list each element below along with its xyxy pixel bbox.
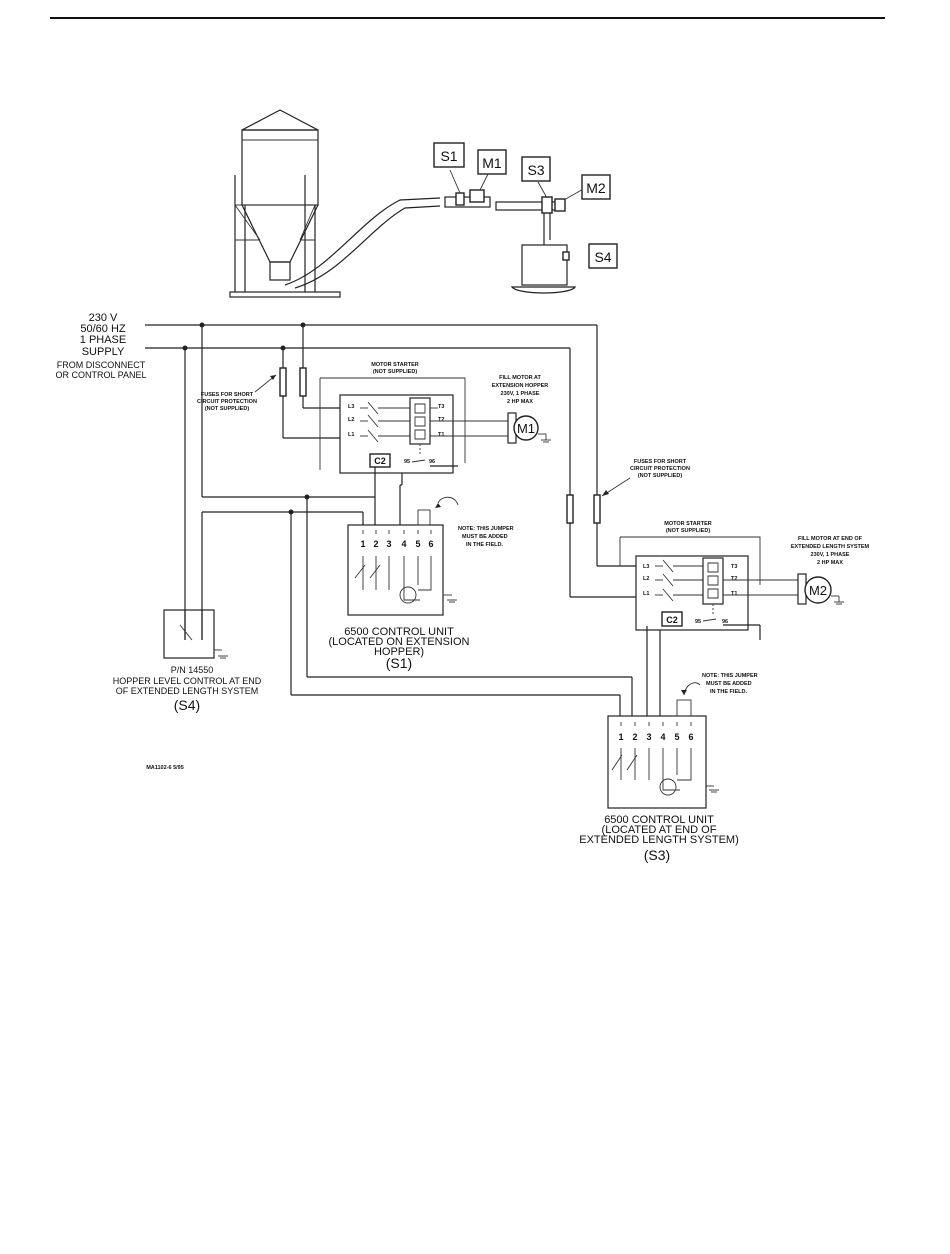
control-unit-2: 1 2 3 4 5 6 NOTE: THIS JUMPER MUST BE AD… [579,673,757,863]
svg-text:(S3): (S3) [644,847,670,863]
s1-tag: S1 [440,148,457,164]
svg-text:(LOCATED ON EXTENSION: (LOCATED ON EXTENSION [329,636,470,648]
svg-text:FUSES FOR SHORT: FUSES FOR SHORT [634,459,687,465]
supply-label: 230 V 50/60 HZ 1 PHASE SUPPLY FROM DISCO… [55,312,146,380]
svg-text:FILL MOTOR AT: FILL MOTOR AT [499,375,541,381]
s3-tag: S3 [527,162,544,178]
svg-text:(NOT SUPPLIED): (NOT SUPPLIED) [666,528,710,534]
control-unit-1: 1 2 3 4 5 6 NOTE: THIS JUMPER MUST BE AD… [329,496,514,671]
svg-text:(S1): (S1) [386,655,412,671]
svg-text:2 HP MAX: 2 HP MAX [507,399,533,405]
svg-text:MOTOR STARTER: MOTOR STARTER [371,362,418,368]
svg-text:OF EXTENDED LENGTH SYSTEM: OF EXTENDED LENGTH SYSTEM [116,686,259,696]
svg-text:C2: C2 [666,615,678,625]
svg-text:M1: M1 [517,421,535,436]
svg-text:L2: L2 [643,576,649,582]
svg-text:M2: M2 [809,583,827,598]
m1-tag: M1 [482,155,502,171]
svg-text:NOTE: THIS JUMPER: NOTE: THIS JUMPER [458,526,514,532]
drawing-id: MA1102-6 5/95 [146,765,184,771]
svg-text:6: 6 [688,732,693,742]
svg-text:2: 2 [373,539,378,549]
svg-text:6: 6 [428,539,433,549]
svg-text:95: 95 [404,459,410,465]
svg-text:(NOT SUPPLIED): (NOT SUPPLIED) [638,473,682,479]
svg-text:96: 96 [429,459,435,465]
svg-text:T1: T1 [731,591,737,597]
svg-text:T2: T2 [731,576,737,582]
svg-text:230 V: 230 V [89,312,118,324]
svg-text:EXTENDED LENGTH SYSTEM): EXTENDED LENGTH SYSTEM) [579,834,739,846]
svg-text:3: 3 [386,539,391,549]
svg-text:IN THE FIELD.: IN THE FIELD. [710,689,747,695]
svg-text:MUST BE ADDED: MUST BE ADDED [706,681,752,687]
fuse-label-2: FUSES FOR SHORT CIRCUIT PROTECTION (NOT … [601,459,690,497]
fuse-label-1: FUSES FOR SHORT CIRCUIT PROTECTION (NOT … [197,374,277,412]
svg-text:CIRCUIT PROTECTION: CIRCUIT PROTECTION [630,466,690,472]
svg-text:C2: C2 [374,456,386,466]
svg-text:NOTE: THIS JUMPER: NOTE: THIS JUMPER [702,673,758,679]
motor-2: M2 FILL MOTOR AT END OF EXTENDED LENGTH … [791,536,870,605]
svg-text:2: 2 [632,732,637,742]
svg-text:T3: T3 [438,404,444,410]
svg-text:(LOCATED AT END OF: (LOCATED AT END OF [602,824,717,836]
svg-text:IN THE FIELD.: IN THE FIELD. [466,542,503,548]
svg-text:L1: L1 [643,591,649,597]
motor-starter-1: MOTOR STARTER (NOT SUPPLIED) L3 L2 L1 T3… [319,362,508,474]
svg-text:5: 5 [674,732,679,742]
svg-text:EXTENDED LENGTH SYSTEM: EXTENDED LENGTH SYSTEM [791,544,870,550]
svg-text:6500 CONTROL UNIT: 6500 CONTROL UNIT [344,626,454,638]
svg-text:EXTENSION HOPPER: EXTENSION HOPPER [492,383,549,389]
svg-text:(S4): (S4) [174,697,200,713]
motor-1: M1 FILL MOTOR AT EXTENSION HOPPER 230V, … [492,375,551,444]
svg-text:MOTOR STARTER: MOTOR STARTER [664,521,711,527]
svg-text:L3: L3 [348,404,354,410]
svg-text:FUSES FOR SHORT: FUSES FOR SHORT [201,392,254,398]
svg-text:4: 4 [401,539,406,549]
motor-starter-2: MOTOR STARTER (NOT SUPPLIED) L3 L2 L1 T3… [619,521,798,631]
svg-text:1 PHASE: 1 PHASE [80,334,126,346]
svg-text:1: 1 [618,732,623,742]
m2-tag: M2 [586,180,606,196]
svg-text:HOPPER LEVEL CONTROL AT END: HOPPER LEVEL CONTROL AT END [113,676,262,686]
svg-text:5: 5 [415,539,420,549]
svg-text:MUST BE ADDED: MUST BE ADDED [462,534,508,540]
svg-text:(NOT SUPPLIED): (NOT SUPPLIED) [373,369,417,375]
starter2-control2-wiring [646,624,761,716]
svg-text:3: 3 [646,732,651,742]
svg-text:T3: T3 [731,564,737,570]
s4-tag: S4 [594,249,611,265]
svg-text:6500 CONTROL UNIT: 6500 CONTROL UNIT [604,814,714,826]
svg-text:50/60 HZ: 50/60 HZ [80,323,126,335]
starter1-control1-wiring [201,465,633,716]
svg-text:CIRCUIT PROTECTION: CIRCUIT PROTECTION [197,399,257,405]
svg-text:4: 4 [660,732,665,742]
svg-text:L2: L2 [348,417,354,423]
svg-text:L3: L3 [643,564,649,570]
svg-text:96: 96 [722,619,728,625]
svg-text:L1: L1 [348,432,354,438]
svg-text:1: 1 [360,539,365,549]
svg-text:HOPPER): HOPPER) [374,646,424,658]
svg-text:T1: T1 [438,432,444,438]
svg-text:FROM DISCONNECT: FROM DISCONNECT [57,360,146,370]
svg-text:SUPPLY: SUPPLY [82,346,125,358]
svg-text:95: 95 [695,619,701,625]
svg-text:FILL MOTOR AT END OF: FILL MOTOR AT END OF [798,536,863,542]
supply-wiring [145,322,636,640]
svg-text:(NOT SUPPLIED): (NOT SUPPLIED) [205,406,249,412]
svg-text:T2: T2 [438,417,444,423]
svg-text:2 HP MAX: 2 HP MAX [817,560,843,566]
svg-text:OR CONTROL PANEL: OR CONTROL PANEL [55,370,146,380]
svg-text:230V, 1 PHASE: 230V, 1 PHASE [811,552,850,558]
svg-text:230V, 1 PHASE: 230V, 1 PHASE [501,391,540,397]
silo-illustration: S1 M1 S3 M2 S4 [229,109,618,298]
svg-text:P/N 14550: P/N 14550 [171,665,214,675]
hopper-level-control: P/N 14550 HOPPER LEVEL CONTROL AT END OF… [113,609,262,713]
